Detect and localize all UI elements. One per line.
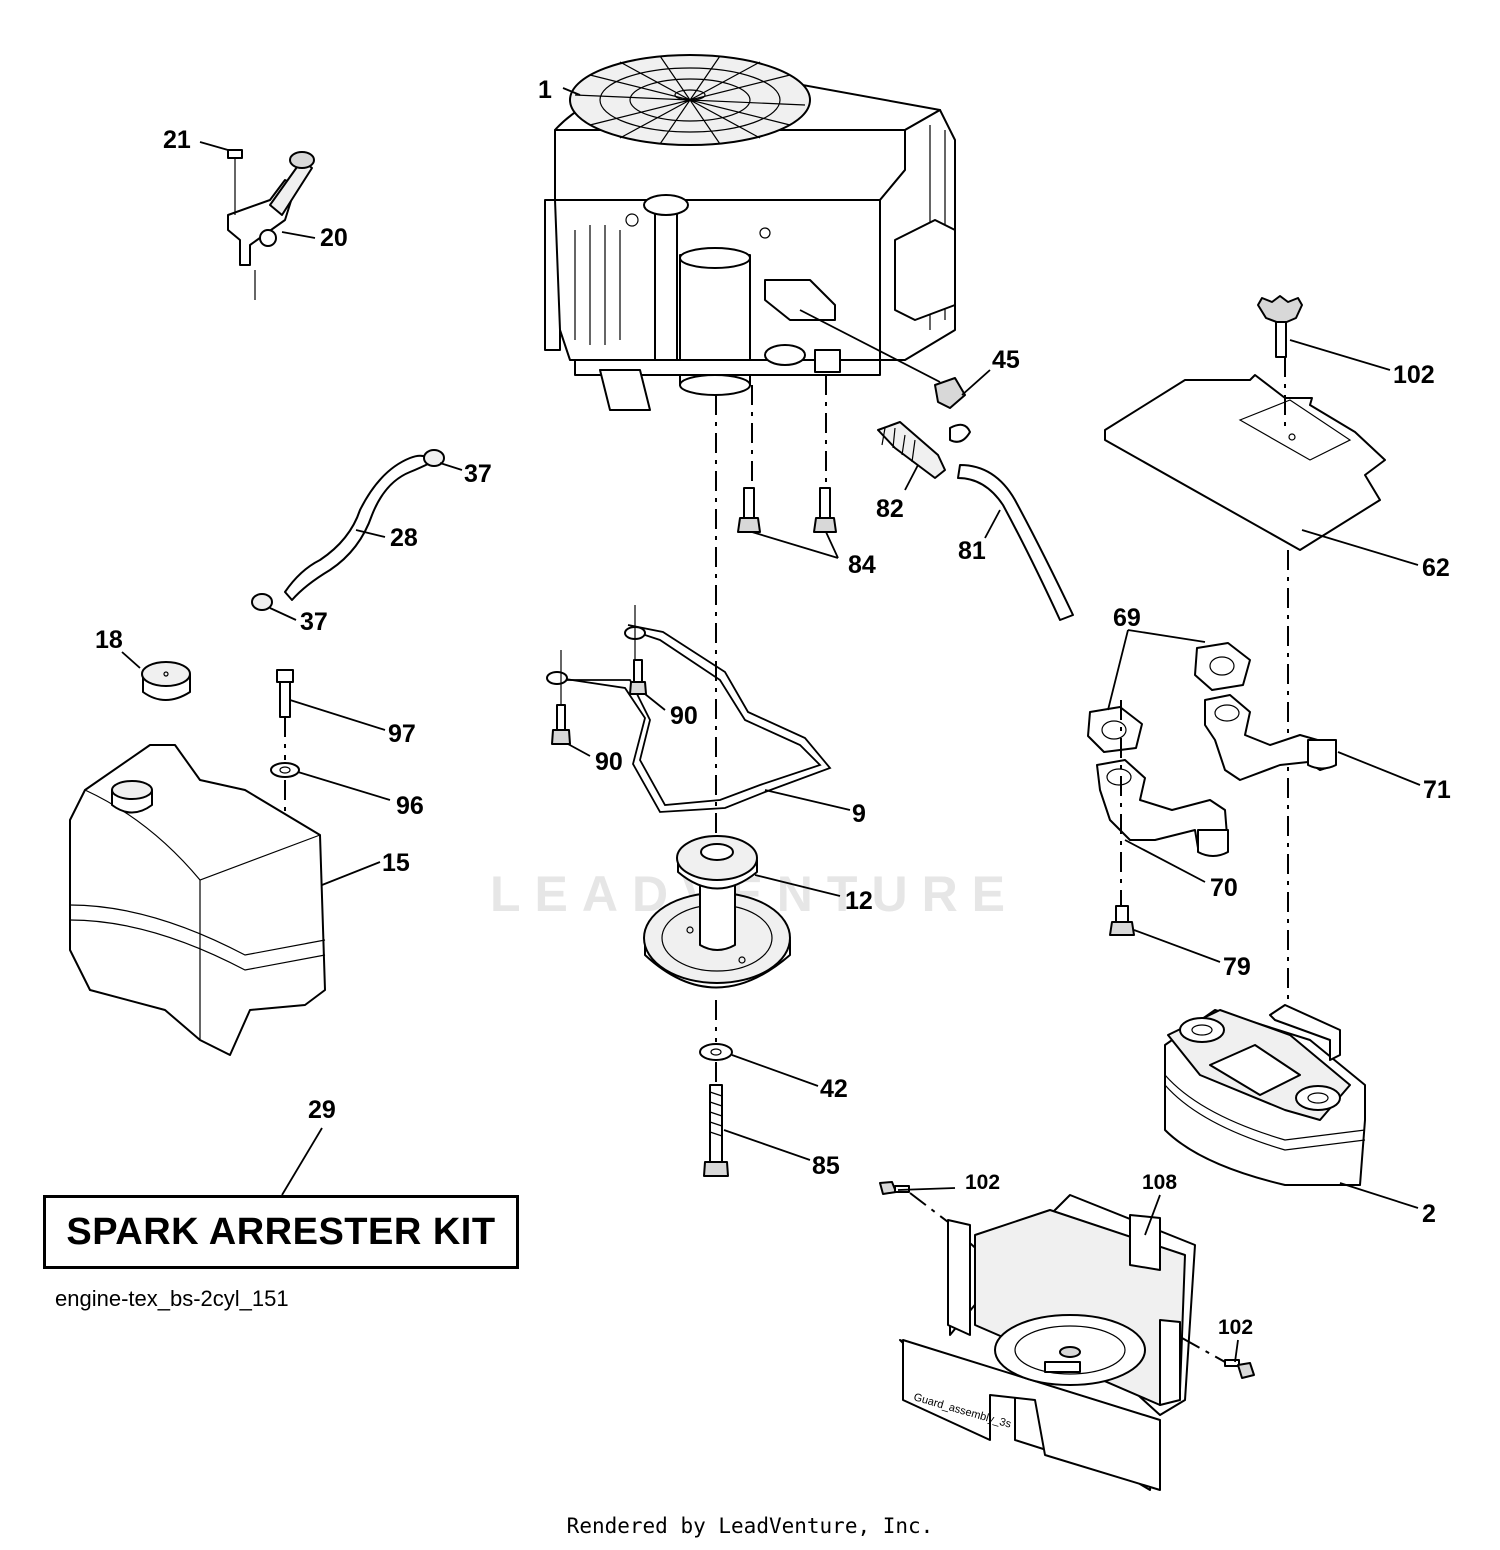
part-79-bolt[interactable] — [1109, 905, 1135, 936]
label-96: 96 — [396, 792, 424, 820]
part-97-screw[interactable] — [276, 669, 294, 718]
label-18: 18 — [95, 626, 123, 654]
label-97: 97 — [388, 720, 416, 748]
label-29: 29 — [308, 1096, 336, 1124]
part-82-fitting[interactable] — [877, 421, 971, 479]
part-108-guard[interactable]: Guard_assembly_3s — [899, 1194, 1196, 1491]
part-12-pulley[interactable] — [643, 835, 791, 989]
label-102-left: 102 — [965, 1171, 1000, 1194]
label-81: 81 — [958, 537, 986, 565]
label-37-top: 37 — [464, 460, 492, 488]
label-70: 70 — [1210, 874, 1238, 902]
render-credit: Rendered by LeadVenture, Inc. — [566, 1514, 934, 1538]
part-84-bolts[interactable] — [737, 487, 837, 533]
diagram-code: engine-tex_bs-2cyl_151 — [55, 1286, 289, 1311]
part-102-bolt-right[interactable] — [1224, 1359, 1255, 1379]
part-102-bolt-left[interactable] — [879, 1181, 910, 1195]
part-45-cap[interactable] — [934, 377, 966, 409]
part-15-tank[interactable] — [69, 744, 326, 1056]
part-20-bracket[interactable] — [227, 151, 315, 300]
leader-lines — [121, 87, 1421, 1363]
part-90-bolt-b[interactable] — [551, 704, 571, 745]
label-102-right: 102 — [1218, 1316, 1253, 1339]
label-62: 62 — [1422, 554, 1450, 582]
label-108: 108 — [1142, 1171, 1177, 1194]
spark-arrester-kit-label: SPARK ARRESTER KIT — [66, 1210, 496, 1253]
part-9-shroud[interactable] — [546, 624, 832, 813]
label-9: 9 — [852, 800, 866, 828]
label-20: 20 — [320, 224, 348, 252]
label-2: 2 — [1422, 1200, 1436, 1228]
part-96-washer[interactable] — [270, 762, 300, 778]
part-18-cap[interactable] — [141, 661, 191, 701]
label-21: 21 — [163, 126, 191, 154]
part-labels: 1 21 20 45 102 37 82 28 81 84 62 37 69 1… — [95, 76, 1451, 1339]
label-69: 69 — [1113, 604, 1141, 632]
part-62-heat-shield[interactable] — [1104, 374, 1386, 551]
label-84: 84 — [848, 551, 876, 579]
label-12: 12 — [845, 887, 873, 915]
spark-arrester-kit-box: SPARK ARRESTER KIT — [43, 1195, 519, 1269]
part-21-screw[interactable] — [227, 149, 243, 215]
label-1: 1 — [538, 76, 552, 104]
part-85-bolt[interactable] — [703, 1084, 729, 1177]
part-37-clamp-top[interactable] — [423, 449, 445, 467]
label-85: 85 — [812, 1152, 840, 1180]
part-70-pipe[interactable] — [1096, 759, 1229, 857]
part-42-washer[interactable] — [699, 1043, 733, 1061]
engine-part-1[interactable] — [544, 54, 956, 411]
part-71-pipe[interactable] — [1204, 694, 1337, 781]
label-28: 28 — [390, 524, 418, 552]
label-90-a: 90 — [670, 702, 698, 730]
part-81-hose[interactable] — [957, 464, 1074, 621]
label-102-top: 102 — [1393, 361, 1435, 389]
part-2-muffler[interactable] — [1164, 1004, 1366, 1186]
label-82: 82 — [876, 495, 904, 523]
label-79: 79 — [1223, 953, 1251, 981]
part-90-bolt-a[interactable] — [629, 659, 647, 695]
label-90-b: 90 — [595, 748, 623, 776]
label-37-bottom: 37 — [300, 608, 328, 636]
part-102-knob[interactable] — [1257, 295, 1303, 358]
label-15: 15 — [382, 849, 410, 877]
label-45: 45 — [992, 346, 1020, 374]
part-37-clamp-bottom[interactable] — [251, 593, 273, 611]
part-69-gaskets[interactable] — [1087, 642, 1251, 753]
label-71: 71 — [1423, 776, 1451, 804]
label-42: 42 — [820, 1075, 848, 1103]
